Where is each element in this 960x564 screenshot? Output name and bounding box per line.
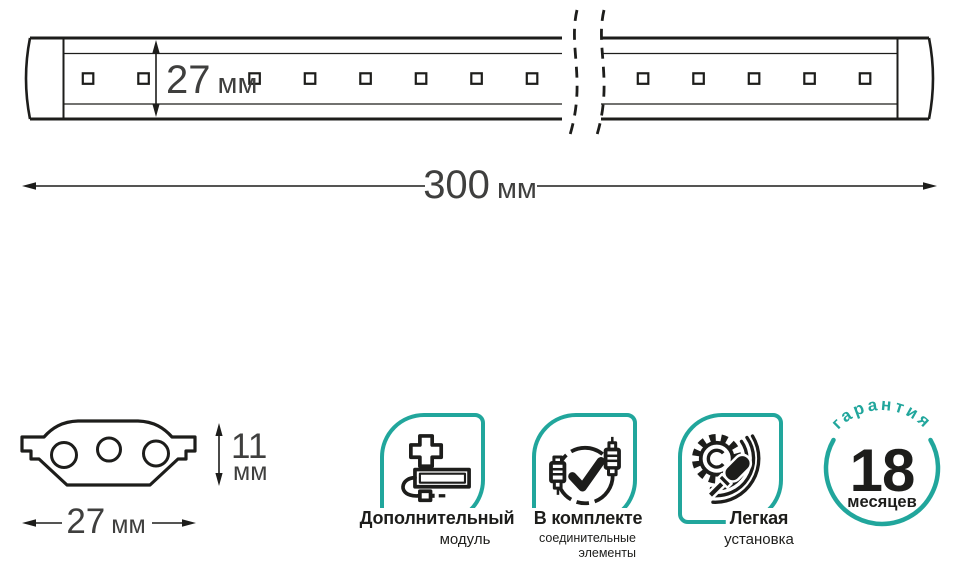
gear-screwdriver-icon — [691, 433, 760, 504]
arrowhead-up — [215, 423, 223, 436]
warranty-badge: гарантия 18 месяцев — [823, 395, 941, 527]
badge-connectors-subtitle-1: соединительные — [535, 531, 640, 546]
badge-installation-subtitle: установка — [720, 531, 798, 549]
profile-height-value: 11 — [231, 427, 267, 466]
badge-connectors-subtitle-2: элементы — [574, 546, 640, 561]
badge-additional-module — [380, 413, 485, 524]
arrowhead-left — [22, 519, 36, 527]
arrowhead-right — [182, 519, 196, 527]
arrowhead-down — [152, 104, 160, 117]
badge-installation-title: Легкая — [725, 508, 793, 529]
connectors-check-icon — [548, 436, 621, 506]
cross-section-profile — [20, 419, 197, 487]
warranty-value: 18 — [850, 437, 915, 504]
arrowhead-right — [923, 182, 937, 190]
dimension-profile-height: 11 мм — [215, 423, 267, 486]
bar-right-end — [927, 37, 935, 120]
arrowhead-up — [152, 40, 160, 53]
jack-connector-left — [548, 455, 566, 495]
module-plus-icon — [400, 434, 471, 503]
warranty-unit: месяцев — [847, 493, 916, 511]
badge-connectors-included — [532, 413, 637, 524]
led-squares — [81, 72, 872, 85]
badge-additional-module-title: Дополнительный — [355, 508, 519, 529]
profile-hole-left — [50, 441, 78, 469]
badge-easy-installation — [678, 413, 783, 524]
jack-connector-right — [603, 436, 621, 477]
profile-height-unit: мм — [233, 458, 267, 486]
profile-hole-center — [96, 436, 122, 463]
screwdriver — [705, 453, 752, 500]
light-bar-top-view — [24, 9, 935, 139]
arrowhead-left — [22, 182, 36, 190]
profile-hole-right — [142, 439, 170, 468]
bar-left-end — [24, 37, 32, 120]
badge-connectors-title: В комплекте — [529, 508, 647, 529]
warranty-arc-label: гарантия — [828, 395, 937, 433]
warranty-circle — [823, 437, 941, 527]
badge-additional-module-subtitle: модуль — [435, 531, 495, 549]
arrowhead-down — [215, 473, 223, 486]
break-lines — [567, 9, 606, 139]
checkmark — [567, 457, 605, 492]
